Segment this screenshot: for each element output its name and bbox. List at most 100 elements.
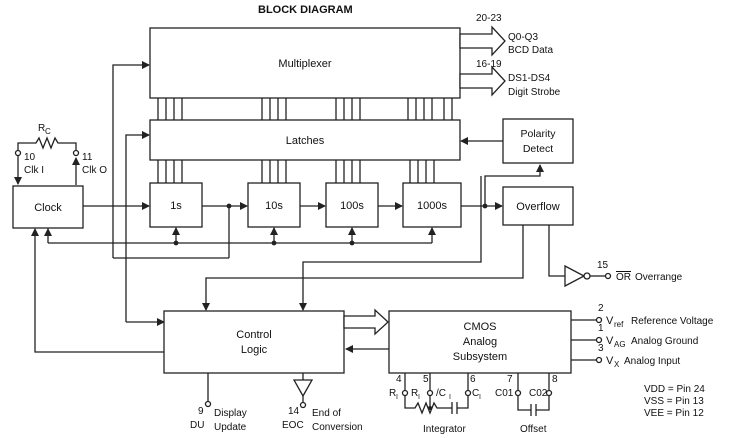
vref-label: Reference Voltage xyxy=(631,316,714,327)
rc-sub: C xyxy=(45,127,51,136)
eoc-buffer xyxy=(292,379,314,398)
counter-100s-block xyxy=(325,182,379,228)
polarity-label-line1: Polarity xyxy=(520,128,556,140)
latch-strobe xyxy=(125,131,150,322)
pin5: 5 xyxy=(423,374,429,385)
power-vdd: VDD = Pin 24 xyxy=(644,384,705,395)
clko-num: 11 xyxy=(82,152,93,163)
overrange-pin xyxy=(604,272,612,280)
bcd-desc: BCD Data xyxy=(508,45,553,56)
vref-sub: ref xyxy=(614,320,624,329)
vx-v: V xyxy=(606,355,614,367)
clki-label: Clk I xyxy=(24,165,44,176)
cmos-label-line2: Analog xyxy=(463,336,497,348)
control-label-line2: Logic xyxy=(241,344,268,356)
vag-num: 1 xyxy=(598,323,604,334)
vref-v: V xyxy=(606,315,614,327)
vx-num: 3 xyxy=(598,343,604,354)
counter-100s-label: 100s xyxy=(340,200,364,212)
du-label: DU xyxy=(190,420,204,431)
eoc-desc1: End of xyxy=(312,408,341,419)
vag-v: V xyxy=(606,335,614,347)
pin-rici-sub2: I xyxy=(449,394,451,401)
overrange-bar: OR xyxy=(616,272,631,283)
pin-rici-mid: /C xyxy=(436,388,446,399)
pin-ri-sub: I xyxy=(396,394,398,401)
latch-to-mux-bus xyxy=(157,98,453,120)
overrange-label: Overrange xyxy=(635,272,683,283)
to-polarity-line xyxy=(484,164,544,206)
counter-1000s-block xyxy=(402,182,462,228)
polarity-detect-block xyxy=(502,118,574,164)
multiplexer-block xyxy=(149,27,461,99)
cmos-label-line1: CMOS xyxy=(464,321,497,333)
control-to-clock xyxy=(31,228,164,353)
diagram-title: BLOCK DIAGRAM xyxy=(258,4,353,16)
control-logic-block xyxy=(163,310,345,374)
counter-1s-block xyxy=(149,182,203,228)
pin-co2: C02 xyxy=(529,388,548,399)
vref-num: 2 xyxy=(598,303,604,314)
du-desc2: Update xyxy=(214,422,247,433)
pin-co1: C01 xyxy=(495,388,514,399)
vag-sub: AG xyxy=(614,340,626,349)
clock-block xyxy=(12,185,84,229)
cmos-analog-block xyxy=(388,310,572,374)
offset-capacitor xyxy=(517,396,550,416)
counter-to-latch-bus xyxy=(157,160,435,183)
pin4: 4 xyxy=(396,374,402,385)
polarity-loop xyxy=(299,176,482,311)
polarity-label-line2: Detect xyxy=(523,143,553,155)
counter-10s-label: 10s xyxy=(265,200,283,212)
bcd-name: Q0-Q3 xyxy=(508,32,538,43)
integrator-label: Integrator xyxy=(423,424,466,435)
pin-rici: R xyxy=(411,388,418,399)
counter-1000s-label: 1000s xyxy=(417,200,447,212)
eoc-num: 14 xyxy=(288,406,300,417)
clko-label: Clk O xyxy=(82,165,107,176)
digit-strobe-bus-arrow xyxy=(459,65,506,97)
control-to-cmos-bus xyxy=(343,308,389,336)
eoc-label: EOC xyxy=(282,420,304,431)
pin6: 6 xyxy=(470,374,476,385)
clock-label: Clock xyxy=(34,202,62,214)
overflow-to-control xyxy=(202,225,524,311)
overflow-block xyxy=(502,186,574,226)
integrator-capacitor xyxy=(451,396,469,414)
power-vss: VSS = Pin 13 xyxy=(644,396,704,407)
clki-num: 10 xyxy=(24,152,36,163)
rc-label: R xyxy=(38,123,45,134)
latches-block xyxy=(149,119,461,161)
eoc-desc2: Conversion xyxy=(312,422,363,433)
du-num: 9 xyxy=(198,406,204,417)
counter-loop xyxy=(112,61,150,258)
overflow-to-buffer xyxy=(548,225,565,277)
pin-rici-sub: I xyxy=(418,394,420,401)
pin7: 7 xyxy=(507,374,513,385)
power-vee: VEE = Pin 12 xyxy=(644,408,704,419)
latches-label: Latches xyxy=(286,135,325,147)
pin-ci-sub: I xyxy=(479,394,481,401)
rc-resistor xyxy=(17,136,77,150)
cmos-label-line3: Subsystem xyxy=(453,351,507,363)
ds-desc: Digit Strobe xyxy=(508,87,561,98)
bcd-bus-arrow xyxy=(459,25,506,57)
ds-name: DS1-DS4 xyxy=(508,73,551,84)
bcd-pins: 20-23 xyxy=(476,13,502,24)
pin-ci: C xyxy=(472,388,479,399)
control-label-line1: Control xyxy=(236,329,271,341)
pin8: 8 xyxy=(552,374,558,385)
overflow-label: Overflow xyxy=(516,201,559,213)
integrator-resistor xyxy=(404,396,452,415)
du-desc1: Display xyxy=(214,408,247,419)
vx-sub: X xyxy=(614,360,620,369)
vag-label: Analog Ground xyxy=(631,336,698,347)
counter-1s-label: 1s xyxy=(170,200,182,212)
vx-label: Analog Input xyxy=(624,356,680,367)
pin-ri: R xyxy=(389,388,396,399)
multiplexer-label: Multiplexer xyxy=(278,58,332,70)
overrange-num: 15 xyxy=(597,260,609,271)
offset-label: Offset xyxy=(520,424,547,435)
